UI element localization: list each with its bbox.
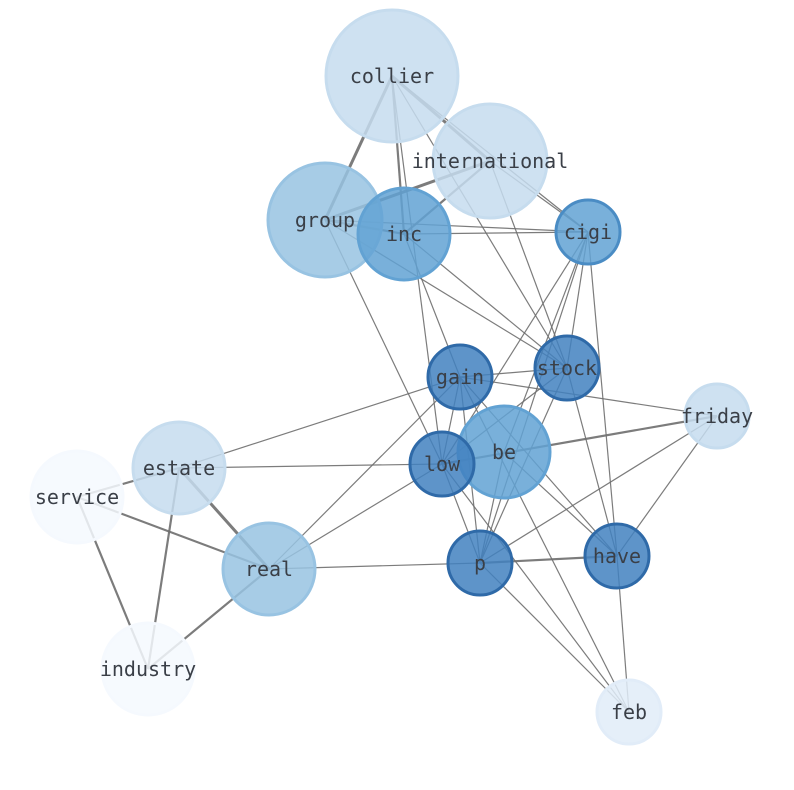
node-cigi <box>554 198 622 266</box>
edges-layer <box>75 74 718 713</box>
node-low <box>408 430 476 498</box>
node-label-low: low <box>424 452 461 476</box>
node-real <box>221 521 317 617</box>
node-label-feb: feb <box>611 700 647 724</box>
node-stock <box>533 334 601 402</box>
node-label-be: be <box>492 440 516 464</box>
node-label-service: service <box>35 485 119 509</box>
node-feb <box>595 678 663 746</box>
node-service <box>29 449 125 545</box>
node-friday <box>683 382 751 450</box>
node-label-have: have <box>593 544 641 568</box>
node-label-collier: collier <box>350 64 434 88</box>
node-label-p: p <box>474 551 486 575</box>
edge-gain-estate <box>178 376 461 469</box>
node-label-industry: industry <box>100 657 196 681</box>
edge-cigi-p <box>479 231 589 564</box>
node-collier <box>324 8 460 144</box>
node-label-group: group <box>295 208 355 232</box>
node-p <box>446 529 514 597</box>
node-label-stock: stock <box>537 356 597 380</box>
edge-cigi-have <box>587 231 618 557</box>
node-label-international: international <box>412 149 569 173</box>
node-estate <box>131 420 227 516</box>
node-gain <box>426 343 494 411</box>
node-label-estate: estate <box>143 456 215 480</box>
edge-p-feb <box>479 562 630 713</box>
node-label-inc: inc <box>386 222 422 246</box>
node-label-real: real <box>245 557 293 581</box>
node-industry <box>100 621 196 717</box>
edge-friday-p <box>479 415 718 564</box>
node-label-cigi: cigi <box>564 220 612 244</box>
labels-layer: collier international group inc cigi stock gai… <box>35 64 753 724</box>
nodes-layer <box>29 8 751 746</box>
node-label-friday: friday <box>681 404 753 428</box>
edge-gain-friday <box>459 376 718 417</box>
node-label-gain: gain <box>436 365 484 389</box>
edge-low-feb <box>441 463 630 713</box>
node-have <box>583 522 651 590</box>
node-international <box>431 102 549 220</box>
node-inc <box>356 186 452 282</box>
